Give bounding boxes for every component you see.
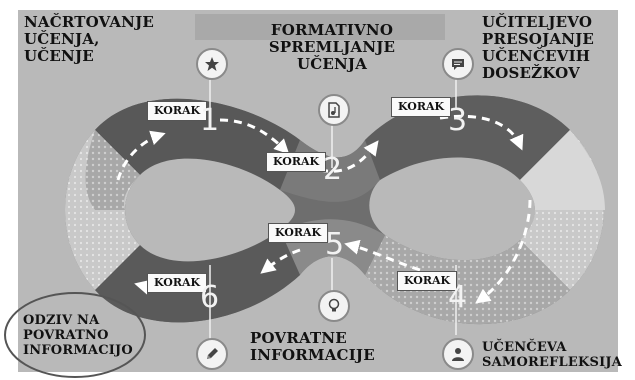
step-number-6: 6 xyxy=(200,280,220,315)
document-audio-icon xyxy=(318,94,350,126)
person-icon xyxy=(442,338,474,370)
label-response-feedback: ODZIV NA POVRATNO INFORMACIJO xyxy=(23,313,133,358)
step-number-2: 2 xyxy=(323,152,343,187)
top-banner xyxy=(195,14,445,40)
step-tag-1: KORAK xyxy=(147,101,208,121)
step-tag-6: KORAK xyxy=(147,273,208,293)
step-number-3: 3 xyxy=(448,103,468,138)
step-number-5: 5 xyxy=(325,227,345,262)
left-hole xyxy=(125,158,295,262)
label-planning: NAČRTOVANJE UČENJA, UČENJE xyxy=(24,13,155,65)
step-tag-3: KORAK xyxy=(391,97,452,117)
step-number-4: 4 xyxy=(448,280,468,315)
label-feedback: POVRATNE INFORMACIJE xyxy=(250,329,375,364)
step-tag-2: KORAK xyxy=(266,152,327,172)
step-number-1: 1 xyxy=(200,103,220,138)
label-formative-monitoring: FORMATIVNO SPREMLJANJE UČENJA xyxy=(268,21,396,73)
label-teacher-assessment: UČITELJEVO PRESOJANJE UČENČEVIH DOSEŽKOV xyxy=(482,13,595,82)
pencil-icon xyxy=(196,338,228,370)
step-tag-4: KORAK xyxy=(397,271,458,291)
highlight-ellipse xyxy=(4,292,146,378)
step-tag-5: KORAK xyxy=(268,223,329,243)
right-hole xyxy=(369,157,535,261)
lightbulb-icon xyxy=(318,290,350,322)
label-student-self-reflection: UČENČEVA SAMOREFLEKSIJA xyxy=(482,340,622,370)
speech-bubble-icon xyxy=(442,48,474,80)
star-icon xyxy=(196,48,228,80)
